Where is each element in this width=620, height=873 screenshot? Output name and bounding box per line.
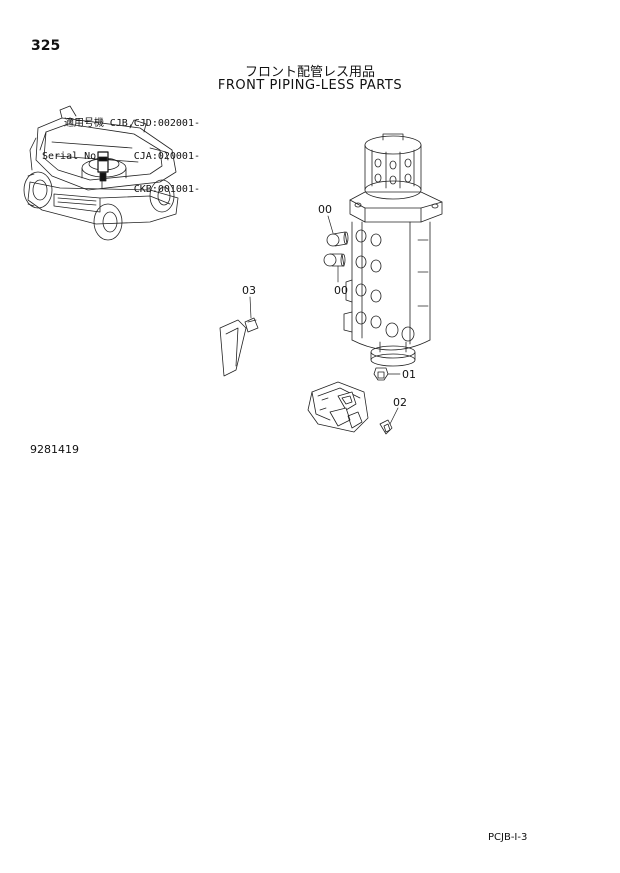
fitting-03-illustration <box>219 317 259 377</box>
callout-02: 02 <box>393 396 407 409</box>
fitting-02-illustration <box>379 419 393 435</box>
callout-03: 03 <box>242 284 256 297</box>
leader-lines <box>249 215 401 425</box>
serial-line-1: CJB,CJD:002001- <box>109 118 200 129</box>
serial-line-3: CKB:001001- <box>133 184 200 195</box>
wheel-front-left <box>23 171 53 209</box>
page-reference: PCJB-I-3 <box>488 832 528 843</box>
wheel-front-right <box>93 203 123 241</box>
drawing-number: 9281419 <box>30 443 79 456</box>
callout-01: 01 <box>402 368 416 381</box>
plug-upper-illustration <box>326 231 349 247</box>
serial-label-japanese: 適用号機 <box>64 118 104 129</box>
callout-00-upper: 00 <box>318 203 332 216</box>
plug-lower-illustration <box>323 253 346 267</box>
title-japanese: フロント配管レス用品 <box>244 65 375 80</box>
valve-block-illustration <box>307 381 369 433</box>
center-swivel-joint-illustration <box>343 133 443 367</box>
page-number: 325 <box>31 38 61 54</box>
machine-overview-illustration <box>23 105 179 241</box>
bolt-01-illustration <box>373 367 389 381</box>
wheel-rear-right <box>149 179 175 213</box>
title-english: FRONT PIPING-LESS PARTS <box>217 78 403 93</box>
callout-00-lower: 00 <box>334 284 348 297</box>
